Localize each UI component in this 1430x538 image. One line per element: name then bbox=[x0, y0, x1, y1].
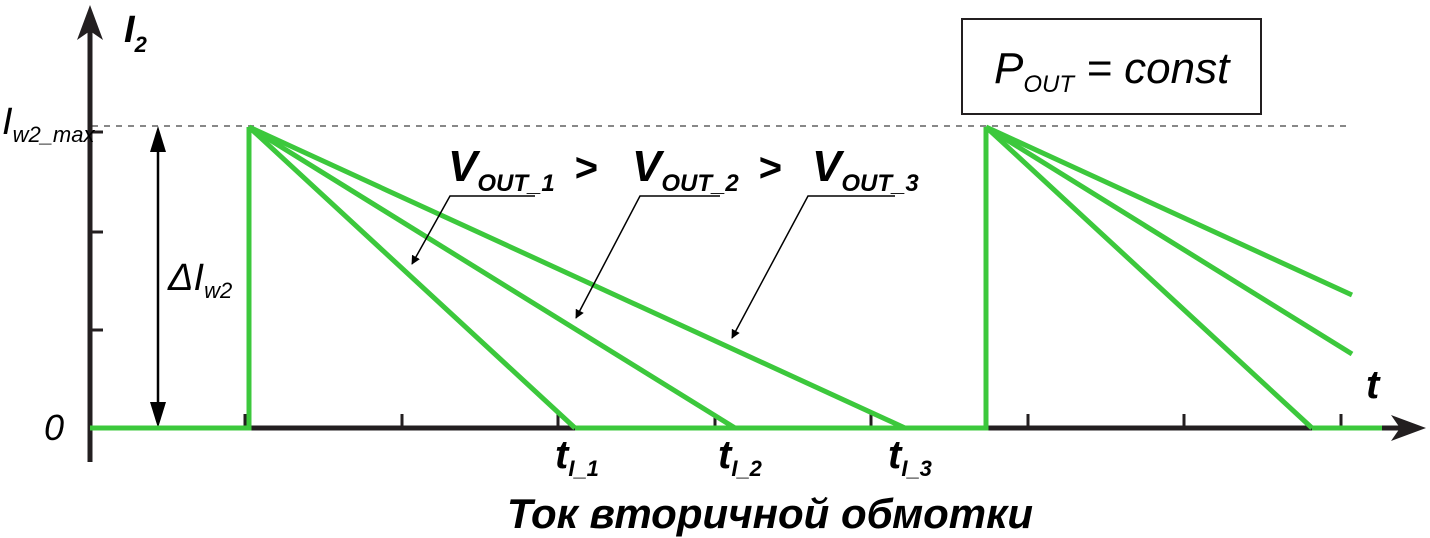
pout-label: POUT = const bbox=[994, 44, 1231, 98]
waveform-baseline-1 bbox=[90, 127, 252, 431]
leader-vout-2 bbox=[575, 195, 720, 319]
vout-3-label: VOUT_3 bbox=[812, 142, 919, 197]
secondary-current-waveform bbox=[90, 124, 1382, 431]
delta-arrowhead-top bbox=[150, 126, 166, 152]
waveform-baseline-2 bbox=[575, 127, 989, 431]
y-axis-label: I2 bbox=[124, 9, 148, 57]
voltage-leaders bbox=[411, 195, 895, 339]
ramp-vout-3 bbox=[247, 124, 907, 431]
y-axis-ticks bbox=[90, 130, 103, 332]
ramp-vout-1-second bbox=[984, 125, 1314, 430]
leader-vout-3 bbox=[731, 195, 895, 339]
ramp-vout-3-second bbox=[984, 124, 1354, 298]
greater-than-2: > bbox=[758, 146, 781, 190]
delta-arrowhead-bottom bbox=[150, 402, 166, 428]
y-axis-arrowhead bbox=[77, 5, 103, 40]
t-i2-label: tI_2 bbox=[718, 433, 763, 481]
greater-than-1: > bbox=[574, 146, 597, 190]
ramp-vout-1 bbox=[247, 125, 577, 430]
ramp-vout-2 bbox=[247, 124, 737, 431]
delta-current-label: ΔIw2 bbox=[167, 257, 232, 303]
diagram-caption: Ток вторичной обмотки bbox=[507, 490, 1033, 537]
max-current-label: Iw2_max bbox=[2, 101, 95, 147]
t-i1-label: tI_1 bbox=[555, 433, 599, 481]
leader-vout-1 bbox=[411, 195, 535, 265]
pout-box bbox=[961, 18, 1262, 115]
x-axis-label: t bbox=[1366, 363, 1381, 407]
t-i3-label: tI_3 bbox=[888, 433, 932, 481]
zero-label: 0 bbox=[44, 407, 64, 448]
x-axis-arrowhead bbox=[1391, 415, 1426, 441]
ramp-vout-2-second bbox=[984, 124, 1354, 357]
vout-2-label: VOUT_2 bbox=[632, 142, 739, 197]
vout-1-label: VOUT_1 bbox=[448, 142, 555, 197]
